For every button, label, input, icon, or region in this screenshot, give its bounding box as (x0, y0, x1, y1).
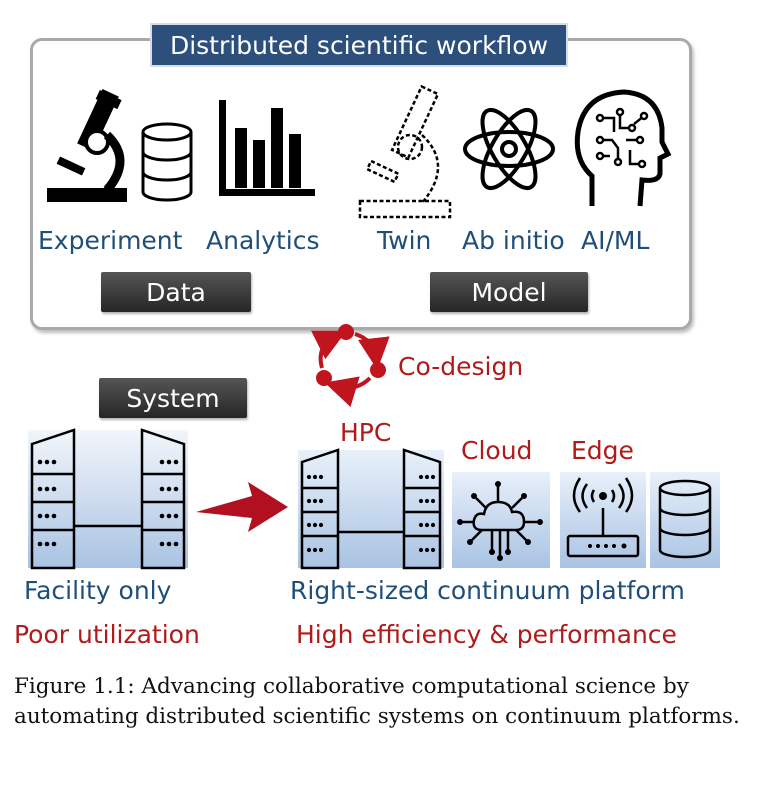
analytics-label: Analytics (206, 226, 320, 255)
router-icon (560, 472, 646, 568)
continuum-subcaption: High efficiency & performance (296, 620, 677, 649)
continuum-caption: Right-sized continuum platform (290, 576, 685, 605)
twin-label: Twin (377, 226, 432, 255)
cloud-label: Cloud (461, 436, 533, 465)
microscope-icon (47, 89, 127, 202)
ab-initio-label: Ab initio (462, 226, 565, 255)
model-label: Model (430, 272, 588, 312)
bar-chart-icon (219, 100, 315, 196)
facility-subcaption: Poor utilization (14, 620, 200, 649)
figure-caption: Figure 1.1: Advancing collaborative comp… (14, 674, 740, 729)
hpc-label: HPC (340, 418, 392, 447)
hpc-servers-icon (298, 448, 444, 570)
facility-servers-icon (28, 428, 188, 570)
cycle-icon (310, 324, 390, 408)
data-label: Data (101, 272, 251, 312)
workflow-title: Distributed scientific workflow (150, 23, 568, 67)
database-icon (141, 122, 193, 202)
ai-ml-label: AI/ML (581, 226, 650, 255)
facility-caption: Facility only (24, 576, 172, 605)
ai-head-icon (574, 89, 672, 207)
transition-arrow-icon (196, 482, 288, 532)
dashed-microscope-icon (358, 84, 452, 219)
system-label: System (99, 378, 247, 418)
atom-icon (463, 107, 555, 191)
codesign-label: Co-design (398, 352, 524, 381)
edge-label: Edge (571, 436, 634, 465)
experiment-label: Experiment (38, 226, 183, 255)
edge-database-icon (650, 472, 720, 568)
cloud-network-icon (452, 472, 550, 568)
